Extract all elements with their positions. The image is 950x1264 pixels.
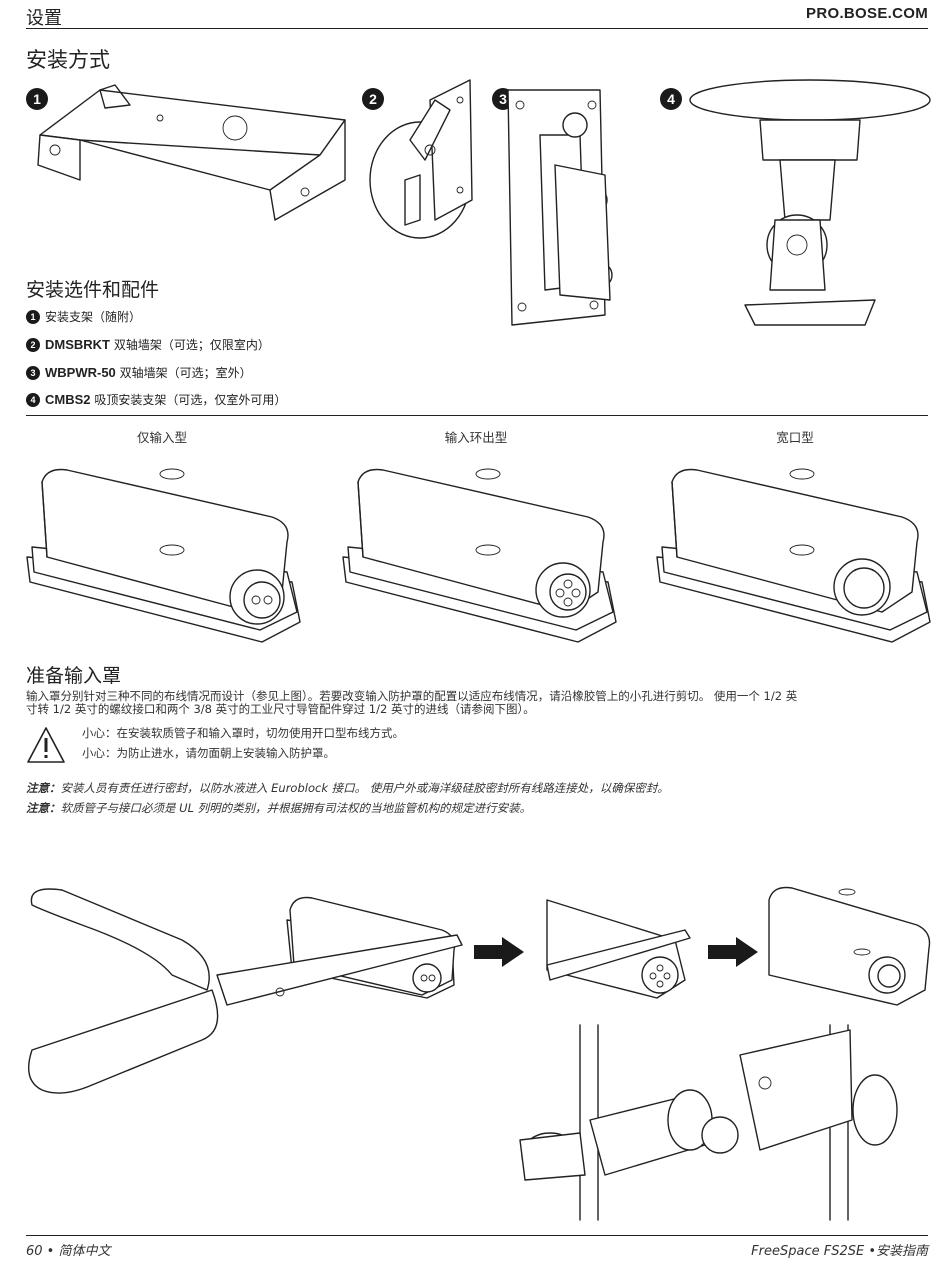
scissors-cutting-illustration: [28, 888, 463, 1094]
cover-wide-opening-illustration: [656, 468, 931, 643]
cmbs2-illustration: [689, 79, 931, 326]
accessory-model: CMBS2: [45, 392, 91, 407]
section-rule: [26, 415, 928, 416]
callout-2: 2: [362, 88, 384, 110]
arrow-right-icon: [708, 937, 758, 967]
cover-caption: 输入环出型: [444, 430, 508, 445]
note-label: 注意：: [26, 801, 61, 815]
accessory-item: 3 WBPWR-50 双轴墙架（可选；室外）: [26, 364, 252, 381]
arrow-right-icon: [474, 937, 524, 967]
document-title: FreeSpace FS2SE •安装指南: [751, 1244, 928, 1259]
mounting-title: 安装方式: [26, 48, 110, 72]
caution-label: 小心：: [82, 746, 117, 760]
accessory-desc: 安装支架（随附）: [45, 310, 142, 324]
callout-1: 1: [26, 88, 48, 110]
accessory-model: DMSBRKT: [45, 337, 110, 352]
note-text: 软质管子与接口必须是 UL 列明的类别，并根据拥有司法权的当地监管机构的规定进行…: [60, 801, 532, 815]
accessory-num: 1: [26, 310, 40, 324]
note-line: 注意：安装人员有责任进行密封，以防水液进入 Euroblock 接口。 使用户外…: [26, 780, 669, 796]
conduit-installation-illustration: [519, 1024, 898, 1221]
footer-rule: [26, 1235, 928, 1236]
note-label: 注意：: [26, 781, 61, 795]
accessories-title: 安装选件和配件: [26, 279, 160, 301]
prepare-title: 准备输入罩: [26, 665, 122, 687]
accessory-model: WBPWR-50: [45, 365, 116, 380]
cover-loop-thru-illustration: [342, 468, 617, 643]
caution-text: 为防止进水，请勿面朝上安装输入防护罩。: [116, 746, 336, 760]
accessory-num: 4: [26, 393, 40, 407]
accessory-item: 1 安装支架（随附）: [26, 308, 141, 325]
warning-triangle-icon: [27, 727, 65, 763]
accessory-desc: 吸顶安装支架（可选，仅室外可用）: [94, 393, 287, 407]
caution-label: 小心：: [82, 726, 117, 740]
accessory-num: 3: [26, 366, 40, 380]
cutting-step-illustration: [546, 899, 691, 999]
note-line: 注意：软质管子与接口必须是 UL 列明的类别，并根据拥有司法权的当地监管机构的规…: [26, 800, 531, 816]
callout-4: 4: [660, 88, 682, 110]
page-number: 60 • 简体中文: [26, 1244, 111, 1259]
cover-caption: 宽口型: [776, 430, 814, 445]
cover-input-only-illustration: [26, 468, 301, 643]
accessory-item: 2 DMSBRKT 双轴墙架（可选；仅限室内）: [26, 336, 270, 353]
note-text: 安装人员有责任进行密封，以防水液进入 Euroblock 接口。 使用户外或海洋…: [60, 781, 669, 795]
caution-line: 小心：在安装软质管子和输入罩时，切勿使用开口型布线方式。: [82, 725, 404, 741]
prepare-paragraph-line1: 输入罩分别针对三种不同的布线情况而设计（参见上图）。若要改变输入防护罩的配置以适…: [26, 689, 798, 703]
section-title: 设置: [26, 8, 62, 29]
caution-line: 小心：为防止进水，请勿面朝上安装输入防护罩。: [82, 745, 335, 761]
site-url[interactable]: PRO.BOSE.COM: [806, 5, 928, 22]
cover-caption: 仅输入型: [136, 430, 187, 445]
header-rule: [26, 28, 928, 29]
accessory-desc: 双轴墙架（可选；仅限室内）: [113, 338, 270, 352]
mounting-bracket-illustration: [37, 84, 346, 221]
accessory-desc: 双轴墙架（可选；室外）: [119, 366, 252, 380]
dmsbrkt-illustration: [369, 79, 473, 239]
caution-text: 在安装软质管子和输入罩时，切勿使用开口型布线方式。: [116, 726, 405, 740]
accessory-num: 2: [26, 338, 40, 352]
wbpwr-illustration: [507, 89, 613, 326]
prepare-paragraph-line2: 寸转 1/2 英寸的螺纹接口和两个 3/8 英寸的工业尺寸导管配件穿过 1/2 …: [26, 702, 535, 716]
cut-result-illustration: [768, 886, 931, 1006]
accessory-item: 4 CMBS2 吸顶安装支架（可选，仅室外可用）: [26, 391, 286, 408]
